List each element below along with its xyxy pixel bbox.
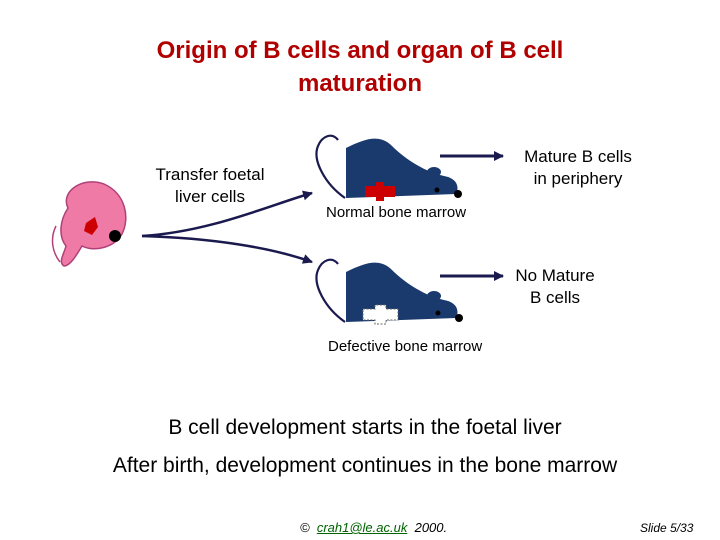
normal-result-label: Mature B cells in periphery [500,146,656,190]
normal-result-line-1: Mature B cells [524,147,632,166]
embryo-eye-icon [109,230,121,242]
slide-title: Origin of B cells and organ of B cell ma… [60,34,660,100]
transfer-label: Transfer foetal liver cells [130,164,290,208]
embryo-icon [51,181,127,267]
foetal-liver-icon [84,217,98,235]
statement-bone-marrow: After birth, development continues in th… [112,454,618,477]
author-email-link[interactable]: crah1@le.ac.uk [316,520,408,535]
title-line-1: Origin of B cells and organ of B cell [156,37,564,64]
arrow-to-normal-mouse [141,190,313,238]
defective-result-line-1: No Mature [515,266,595,285]
defective-bone-marrow-caption: Defective bone marrow [328,338,483,355]
title-line-2: maturation [297,70,422,97]
statement-foetal-liver: B cell development starts in the foetal … [168,416,562,439]
transfer-label-line-1: Transfer foetal [155,165,265,184]
normal-result-line-2: in periphery [533,169,623,188]
transfer-label-line-2: liver cells [175,187,245,206]
defective-result-label: No Mature B cells [490,265,620,309]
footer-year: 2000. [414,520,448,535]
normal-bone-icon [365,182,395,201]
normal-mouse-icon [315,134,462,201]
footer-credit: © crah1@le.ac.uk 2000. [300,520,447,535]
defective-mouse-icon [315,258,463,325]
normal-bone-marrow-caption: Normal bone marrow [326,204,467,221]
slide-number: Slide 5/33 [640,521,694,535]
copyright-symbol: © [300,520,310,535]
defective-result-line-2: B cells [529,288,581,307]
arrow-to-defective-mouse [141,234,313,264]
defective-bone-icon [362,304,399,325]
